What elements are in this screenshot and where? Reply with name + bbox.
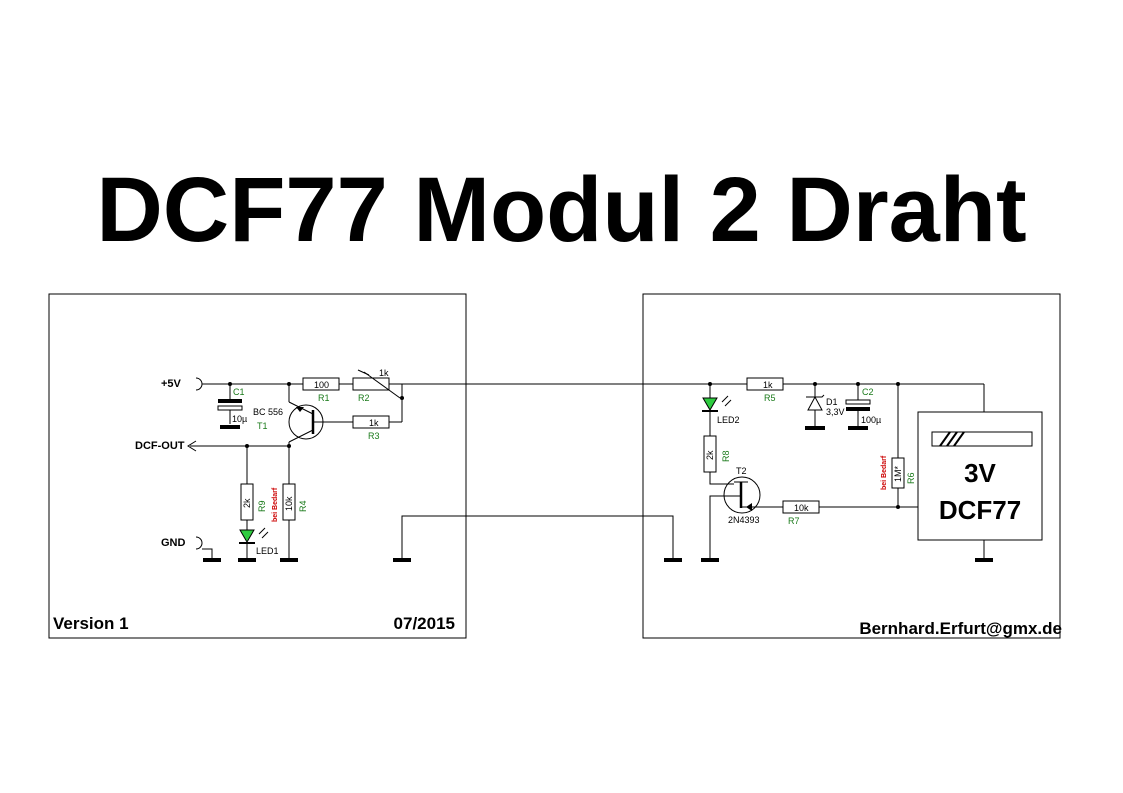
- svg-text:10µ: 10µ: [232, 414, 247, 424]
- led-led1: LED1: [238, 527, 279, 562]
- resistor-r9: 2k R9 bei Bedarf: [240, 446, 279, 530]
- svg-text:R1: R1: [318, 393, 330, 403]
- resistor-r7: 10k R7: [782, 500, 918, 526]
- svg-text:1k: 1k: [379, 368, 389, 378]
- resistor-r5: 1k R5: [746, 377, 784, 403]
- svg-text:2k: 2k: [705, 450, 715, 460]
- svg-text:10k: 10k: [794, 503, 809, 513]
- svg-text:R2: R2: [358, 393, 370, 403]
- diagram-title: DCF77 Modul 2 Draht: [96, 159, 1027, 261]
- left-panel: +5V C1 10µ 100 R1 1k R2: [48, 293, 674, 639]
- svg-text:T1: T1: [257, 421, 268, 431]
- svg-text:10k: 10k: [284, 496, 294, 511]
- diode-d1: D1 3,3V: [805, 384, 845, 430]
- right-panel-frame: [642, 293, 1061, 639]
- svg-text:bei Bedarf: bei Bedarf: [881, 455, 888, 490]
- dcf77-module: 3V DCF77: [917, 384, 1043, 562]
- svg-text:LED2: LED2: [717, 415, 740, 425]
- resistor-r8: 2k R8: [703, 435, 734, 485]
- version-label: Version 1: [53, 614, 129, 633]
- svg-text:T2: T2: [736, 466, 747, 476]
- svg-text:LED1: LED1: [256, 546, 279, 556]
- svg-text:100µ: 100µ: [861, 415, 881, 425]
- led-led2: LED2: [702, 384, 740, 436]
- transistor-t1: BC 556 T1: [253, 384, 324, 446]
- svg-text:1k: 1k: [763, 380, 773, 390]
- capacitor-c2: C2 100µ: [845, 384, 881, 430]
- svg-text:R6: R6: [906, 472, 916, 484]
- resistor-r4: 10k R4: [280, 446, 308, 562]
- svg-text:1k: 1k: [369, 418, 379, 428]
- svg-text:C1: C1: [233, 387, 245, 397]
- svg-text:R5: R5: [764, 393, 776, 403]
- supply-connector: [195, 377, 203, 391]
- svg-text:R3: R3: [368, 431, 380, 441]
- svg-text:3,3V: 3,3V: [826, 407, 845, 417]
- svg-text:C2: C2: [862, 387, 874, 397]
- author-label: Bernhard.Erfurt@gmx.de: [859, 619, 1062, 638]
- antenna-icon: [931, 431, 1033, 447]
- resistor-r6: 1M* R6 bei Bedarf: [881, 384, 916, 507]
- svg-text:R9: R9: [257, 500, 267, 512]
- module-voltage: 3V: [964, 458, 996, 488]
- svg-text:D1: D1: [826, 397, 838, 407]
- svg-text:bei Bedarf: bei Bedarf: [272, 487, 279, 522]
- svg-text:1M*: 1M*: [893, 465, 903, 482]
- supply-label: +5V: [161, 378, 182, 390]
- date-label: 07/2015: [394, 614, 455, 633]
- svg-text:R4: R4: [298, 500, 308, 512]
- svg-text:2k: 2k: [242, 498, 252, 508]
- svg-text:R7: R7: [788, 516, 800, 526]
- left-panel-frame: [48, 293, 467, 639]
- svg-text:2N4393: 2N4393: [728, 515, 760, 525]
- output-label: DCF-OUT: [135, 440, 185, 452]
- svg-text:100: 100: [314, 380, 329, 390]
- output-arrow: [187, 440, 197, 452]
- ground-label: GND: [161, 537, 186, 549]
- ground-connector: [195, 536, 203, 550]
- svg-text:BC 556: BC 556: [253, 407, 283, 417]
- resistor-r3: 1k R3: [324, 415, 402, 441]
- trimmer-r2: 1k R2: [352, 368, 401, 403]
- resistor-r1: 100 R1: [302, 377, 340, 403]
- svg-text:R8: R8: [721, 450, 731, 462]
- module-name: DCF77: [939, 495, 1021, 525]
- capacitor-c1: C1 10µ: [217, 384, 247, 429]
- transistor-t2: T2 2N4393: [701, 466, 783, 562]
- right-panel: 1k R5 LED2 2k R8: [640, 293, 1062, 639]
